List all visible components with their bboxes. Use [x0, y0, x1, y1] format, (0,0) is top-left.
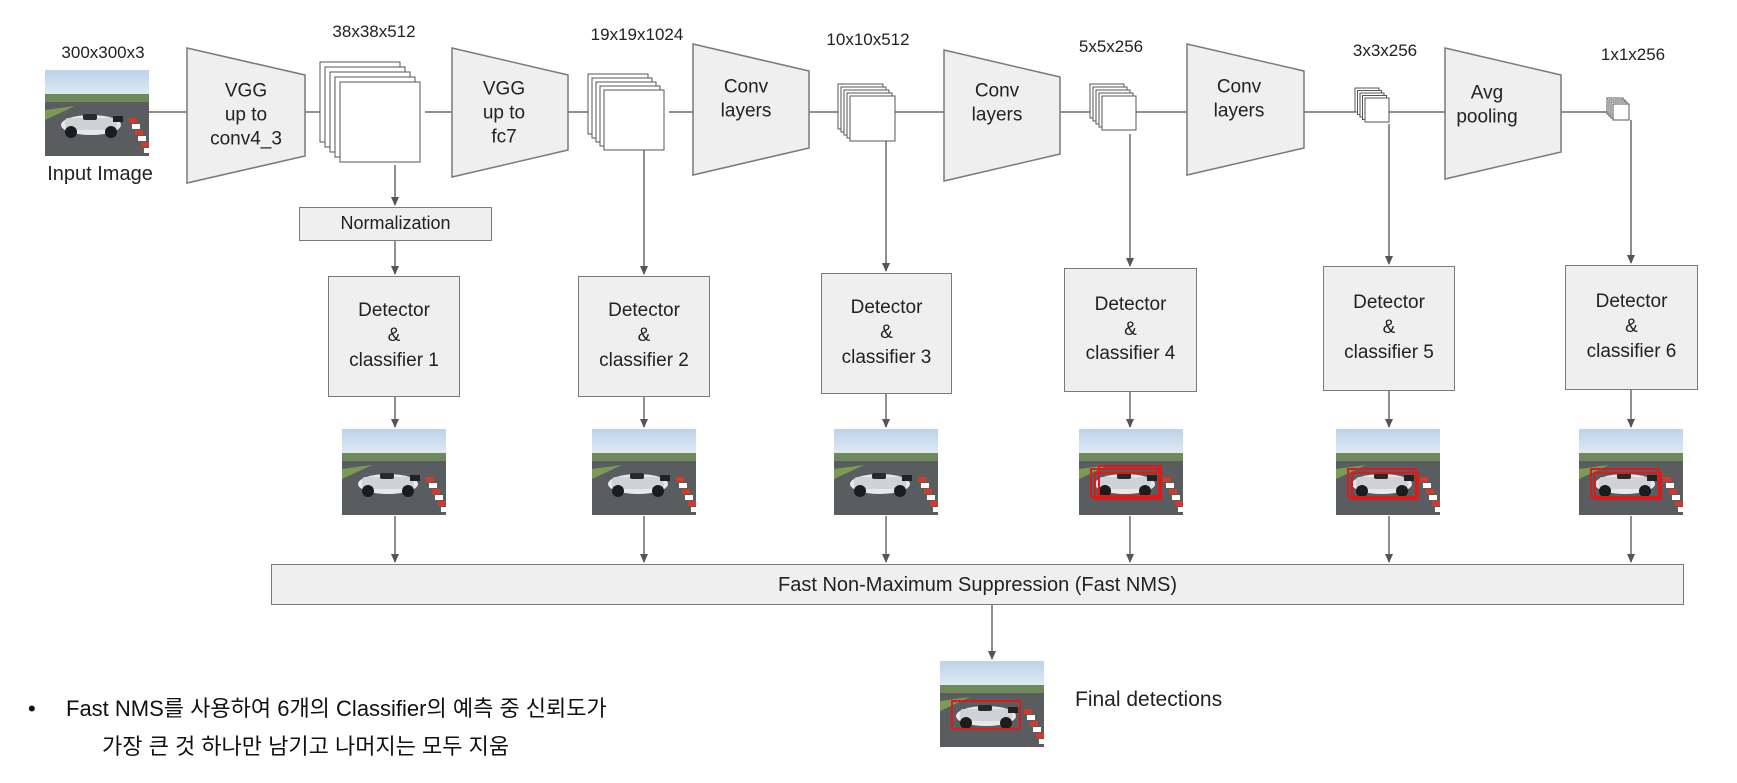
feature-map-38x38: [319, 61, 421, 163]
detection-thumb-6: [1579, 429, 1683, 515]
feature-map-1x1: [1606, 97, 1630, 121]
detector-classifier-1: Detector & classifier 1: [328, 276, 460, 397]
input-dim: 300x300x3: [61, 43, 145, 62]
stage-shape-5: [1186, 43, 1305, 176]
note-line-2: 가장 큰 것 하나만 남기고 나머지는 모두 지움: [102, 734, 510, 759]
detection-thumb-3: [834, 429, 938, 515]
bullet-dot: •: [28, 696, 36, 721]
detection-thumb-2: [592, 429, 696, 515]
stage-conv-3-label: Conv layers: [1213, 76, 1265, 121]
detector-classifier-3: Detector & classifier 3: [821, 273, 952, 394]
detection-thumb-5: [1336, 429, 1440, 515]
final-detection-image: [940, 661, 1044, 747]
detection-thumb-4: [1079, 429, 1183, 515]
input-image: [45, 70, 149, 156]
stage-vgg-fc7-label: VGG up to fc7: [482, 78, 526, 147]
dim-5x5x256: 5x5x256: [1078, 37, 1144, 56]
stage-shape-2: [451, 47, 569, 178]
stage-shape-6: [1444, 47, 1562, 180]
stage-shape-4: [943, 49, 1061, 182]
dim-1x1x256: 1x1x256: [1600, 45, 1666, 64]
stage-shape-3: [692, 43, 810, 176]
detector-classifier-5: Detector & classifier 5: [1323, 266, 1455, 391]
final-detections-label: Final detections: [1075, 688, 1223, 711]
stage-conv-1-label: Conv layers: [720, 76, 772, 121]
note-line-1: Fast NMS를 사용하여 6개의 Classifier의 예측 중 신뢰도가: [66, 696, 607, 721]
feature-map-5x5: [1089, 83, 1137, 131]
dim-10x10x512: 10x10x512: [826, 30, 910, 49]
input-label: Input Image: [47, 163, 153, 185]
normalization-box: Normalization: [299, 207, 492, 241]
detector-classifier-2: Detector & classifier 2: [578, 276, 710, 397]
connector-lines: [149, 111, 1635, 660]
stage-shapes: [186, 43, 1562, 184]
feature-map-3x3: [1354, 87, 1390, 123]
dim-3x3x256: 3x3x256: [1352, 41, 1418, 60]
stage-conv-2-label: Conv layers: [971, 80, 1023, 125]
feature-map-10x10: [837, 83, 896, 142]
feature-maps: [319, 61, 1630, 163]
dim-38x38x512: 38x38x512: [332, 22, 416, 41]
stage-vgg-conv4-label: VGG up to conv4_3: [210, 80, 282, 149]
stage-avg-pool-label: Avg pooling: [1456, 82, 1518, 127]
dim-19x19x1024: 19x19x1024: [590, 25, 684, 44]
feature-map-19x19: [587, 73, 665, 151]
detector-classifier-4: Detector & classifier 4: [1064, 268, 1197, 392]
fast-nms-box: Fast Non-Maximum Suppression (Fast NMS): [271, 564, 1684, 605]
detector-classifier-6: Detector & classifier 6: [1565, 265, 1698, 390]
detection-thumb-1: [342, 429, 446, 515]
stage-shape-1: [186, 47, 306, 184]
